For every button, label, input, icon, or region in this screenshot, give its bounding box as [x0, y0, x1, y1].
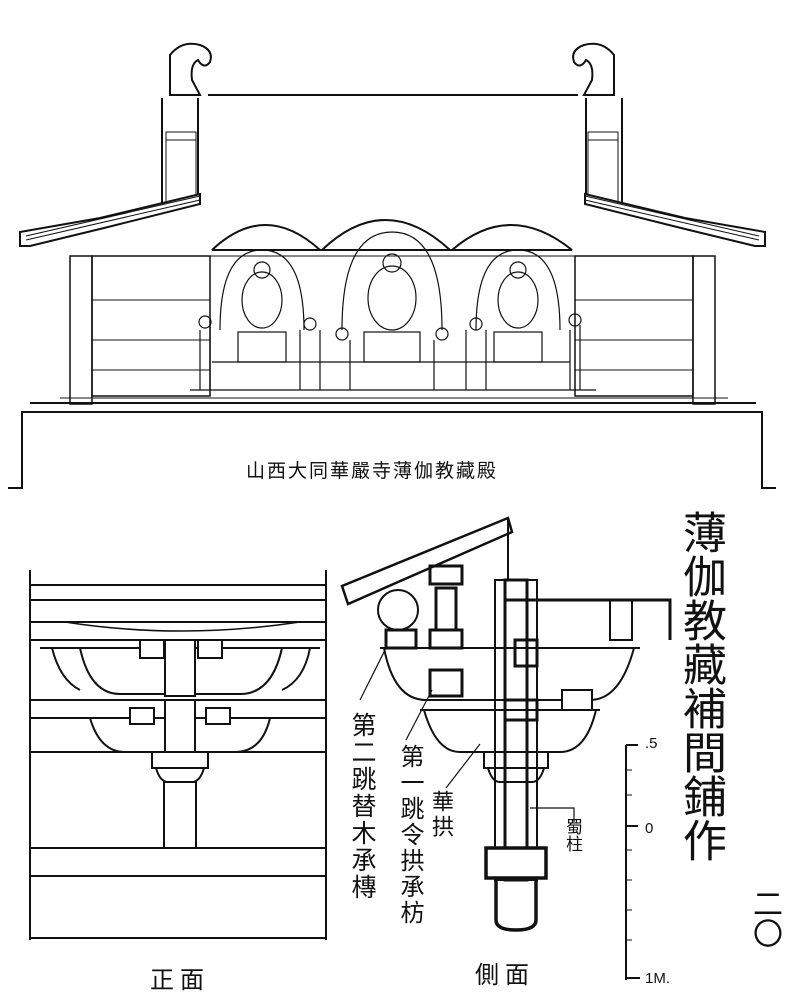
- label-huagong: 華拱: [428, 790, 453, 840]
- label-first-tier: 第一跳令拱承枋: [396, 744, 424, 926]
- dome-right: [451, 224, 573, 251]
- scale-label-bottom: 1M.: [645, 970, 671, 987]
- halo-right: [475, 249, 561, 331]
- side-section-caption: 側面: [475, 961, 535, 989]
- scale-label-top: .5: [645, 735, 658, 752]
- page-number: 二〇: [747, 888, 782, 948]
- scale-label-zero: 0: [645, 820, 654, 837]
- buddha-center: [367, 265, 417, 331]
- front-elevation-caption: 正面: [150, 966, 210, 994]
- platform-outline: [8, 411, 776, 489]
- hall-caption: 山西大同華嚴寺薄伽教藏殿: [246, 460, 499, 482]
- front-elevation: [29, 570, 327, 940]
- gable-left: [161, 98, 199, 210]
- halo-left: [219, 249, 305, 331]
- ridge-ornament-left: [169, 42, 212, 96]
- side-section: [340, 516, 672, 932]
- eave-right: [584, 192, 766, 247]
- dome-center: [321, 219, 451, 251]
- label-second-tier: 第二跳替木承槫: [348, 712, 377, 901]
- halo-center: [341, 231, 443, 331]
- buddha-right: [497, 271, 539, 329]
- eave-left: [19, 192, 201, 247]
- label-shuzhu: 蜀柱: [562, 818, 582, 852]
- gable-right: [585, 98, 623, 210]
- ridge-ornament-right: [572, 42, 615, 96]
- buddha-left: [241, 271, 283, 329]
- dome-left: [211, 224, 321, 251]
- scale-bar: [625, 744, 640, 980]
- detail-title: 薄伽教藏補間鋪作: [675, 510, 726, 862]
